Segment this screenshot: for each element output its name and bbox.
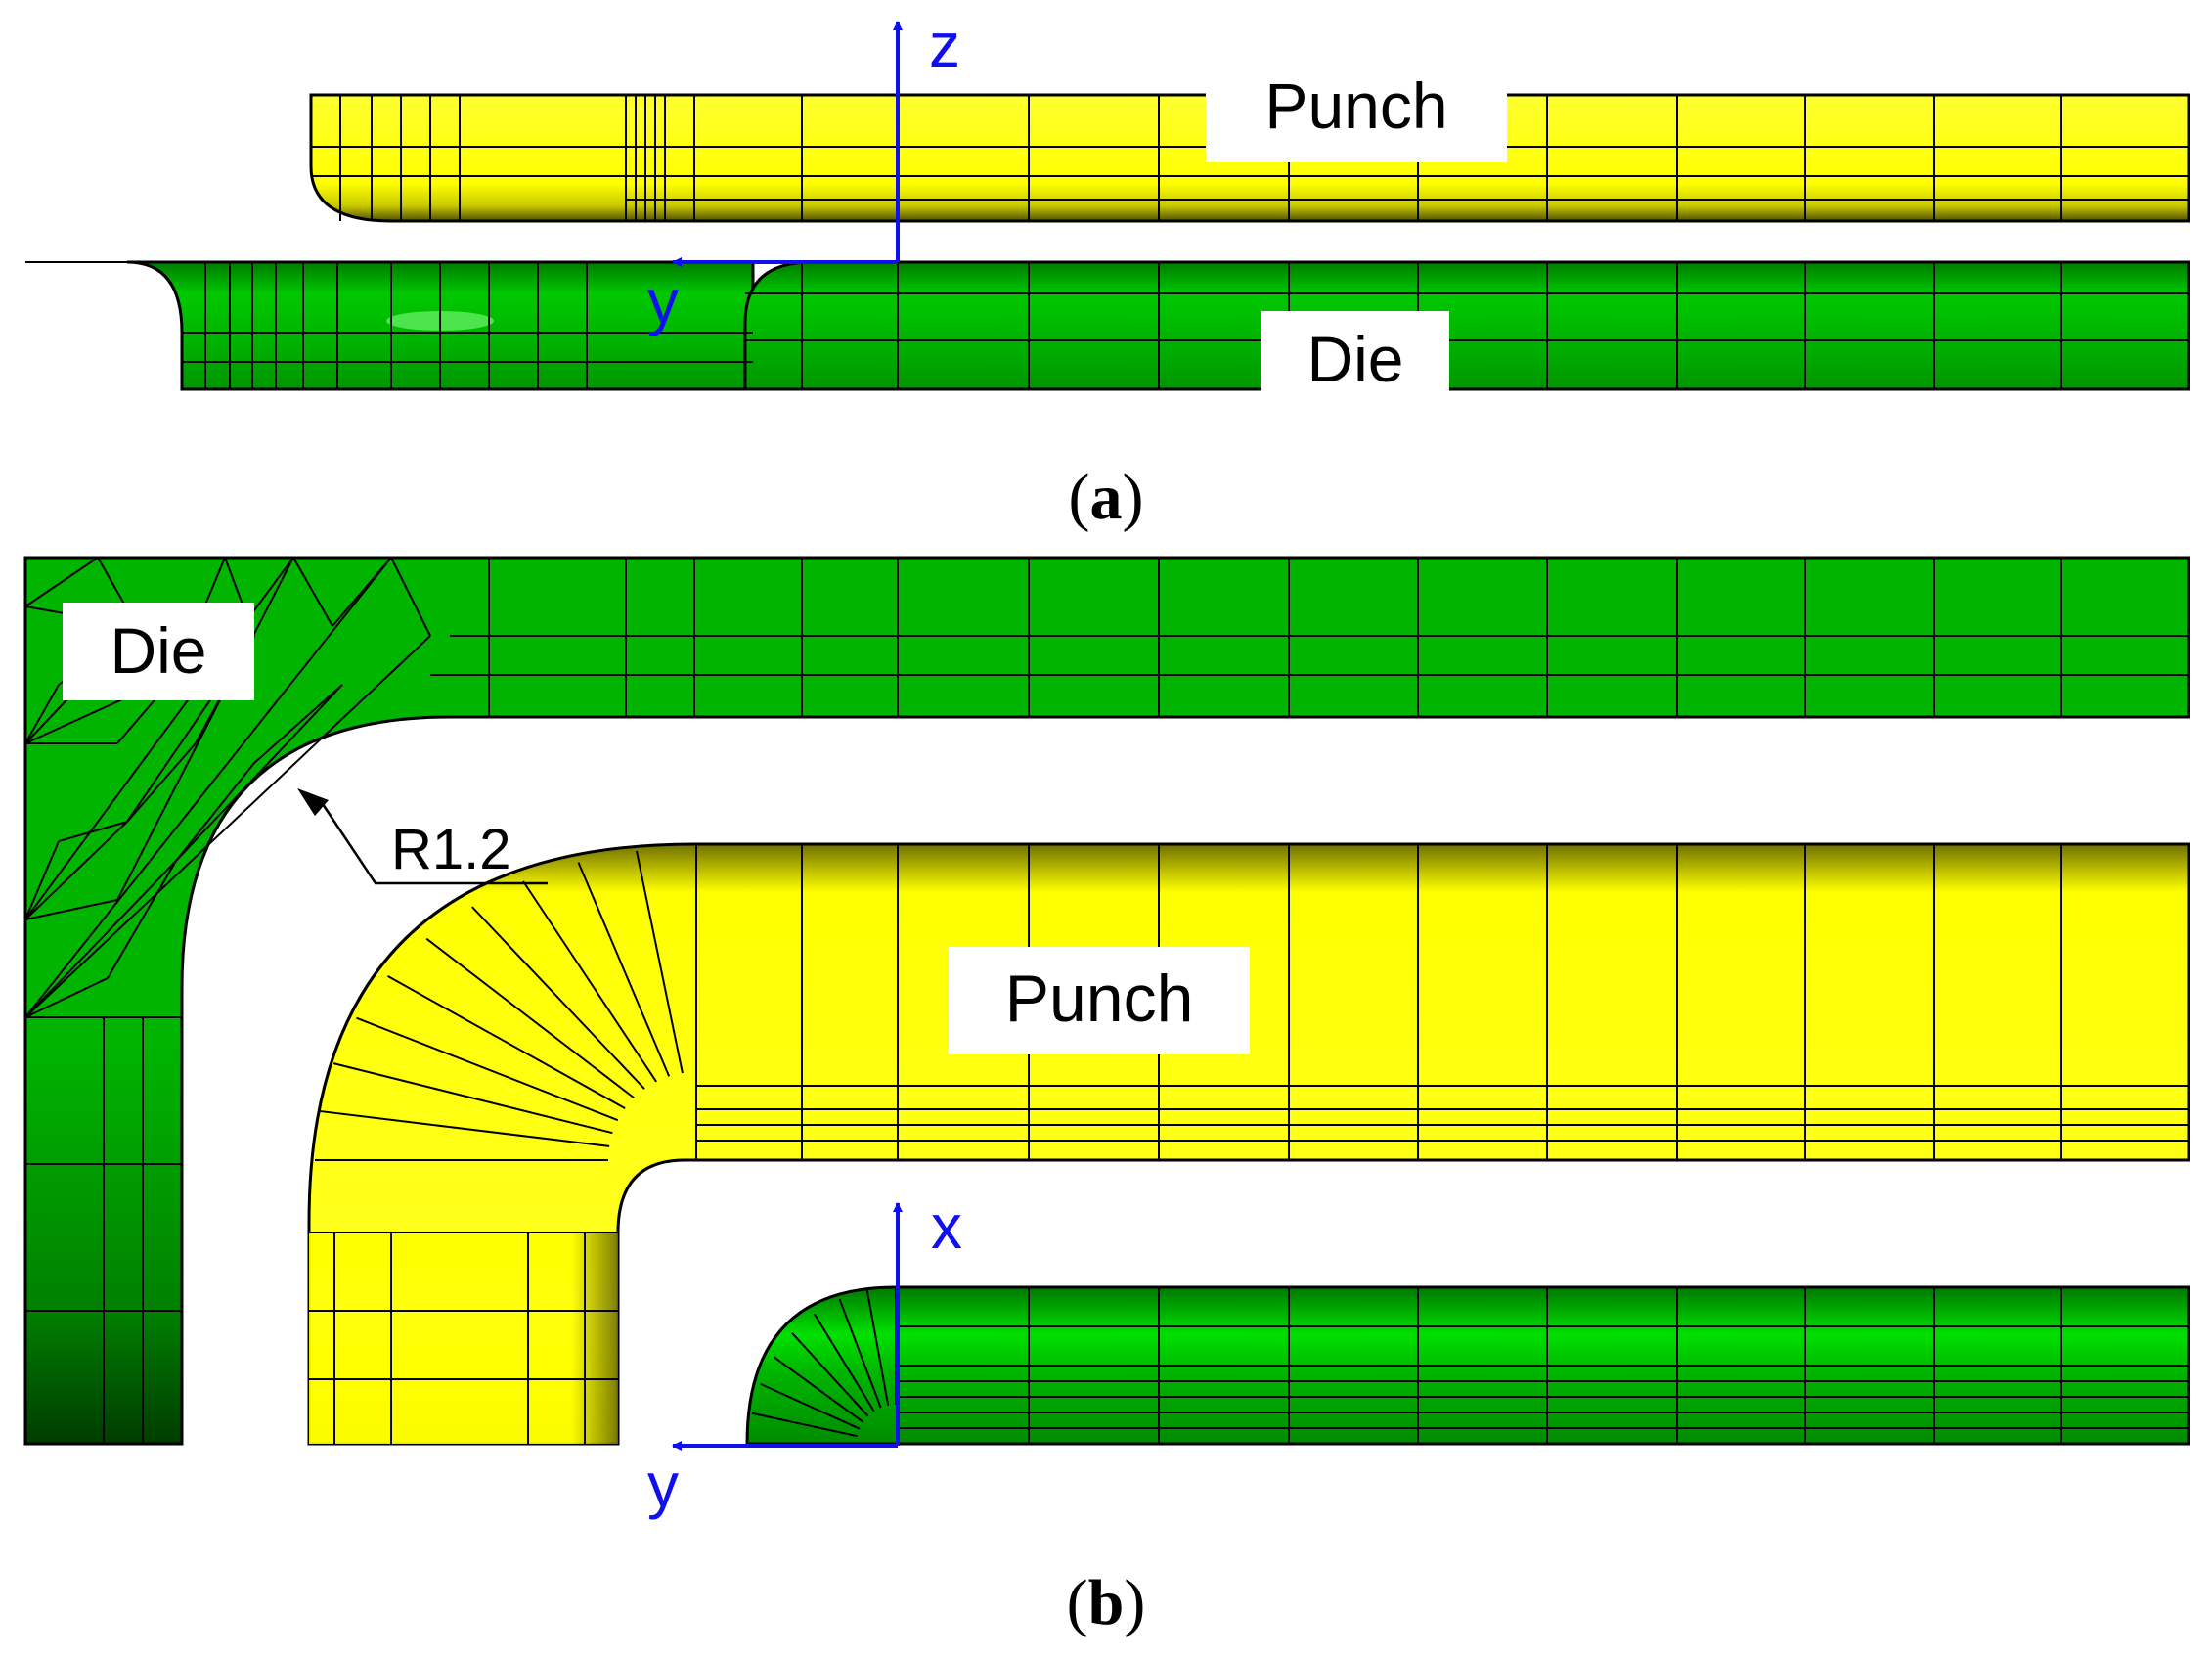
- die-label-b: Die: [63, 603, 254, 700]
- mesh-line: [116, 557, 294, 901]
- svg-text:Die: Die: [1306, 323, 1403, 395]
- mesh-line: [24, 635, 431, 1018]
- punch-leg-shade: [309, 1232, 618, 1444]
- mesh-line: [813, 1313, 875, 1412]
- mesh-line: [577, 862, 671, 1077]
- mesh-line: [838, 1298, 882, 1409]
- punch-label-b: Punch: [949, 947, 1250, 1054]
- mesh-line: [24, 860, 177, 1018]
- die-side-view: [25, 260, 2190, 391]
- punch-top-view: [307, 842, 2190, 1446]
- mesh-line: [332, 1062, 613, 1135]
- die-a-mesh: [182, 262, 2189, 389]
- punch-b-mesh: [309, 844, 2189, 1444]
- panel-a: Punch Die z y (a): [25, 10, 2190, 533]
- mesh-line: [24, 977, 109, 1018]
- die-b-outer-mesh: [24, 557, 2189, 1444]
- mesh-line: [24, 557, 392, 1018]
- axis-triad-a: z y: [647, 10, 960, 336]
- mesh-line: [319, 1109, 610, 1147]
- mesh-line: [471, 906, 645, 1090]
- mesh-line: [791, 1332, 869, 1417]
- mesh-line: [126, 742, 197, 823]
- mesh-line: [24, 840, 60, 920]
- mesh-line: [522, 880, 657, 1083]
- mesh-line: [24, 899, 118, 920]
- die-right-body-a: [743, 260, 2190, 391]
- die-label-a: Die: [1261, 311, 1449, 395]
- mesh-line: [773, 1356, 864, 1423]
- mesh-line: [356, 1016, 619, 1122]
- mesh-line: [636, 850, 684, 1074]
- mesh-line: [760, 1382, 861, 1430]
- axis-x-label: x: [931, 1191, 962, 1262]
- die-b-inner-mesh: [749, 1287, 2189, 1445]
- mesh-line: [175, 762, 255, 862]
- axis-z-label: z: [929, 10, 960, 80]
- punch-body-b: [307, 842, 2190, 1446]
- mesh-line: [425, 937, 635, 1099]
- mesh-line: [751, 1412, 858, 1438]
- mesh-line: [175, 684, 343, 862]
- axis-triad-b: x y: [647, 1191, 962, 1520]
- svg-text:Punch: Punch: [1005, 962, 1194, 1036]
- mesh-line: [253, 684, 343, 764]
- svg-text:Die: Die: [110, 614, 206, 687]
- punch-a-mesh: [311, 95, 2189, 221]
- caption-b: (b): [1067, 1567, 1146, 1638]
- mesh-line: [390, 557, 431, 637]
- mesh-line: [58, 821, 128, 842]
- mesh-line: [107, 860, 177, 979]
- svg-text:Punch: Punch: [1264, 69, 1447, 142]
- caption-a: (a): [1069, 462, 1144, 533]
- mesh-line: [865, 1289, 890, 1406]
- axis-y-label-a: y: [647, 266, 679, 336]
- panel-b: Die Punch R1.2 x y (b): [23, 556, 2190, 1638]
- mesh-line: [24, 557, 99, 607]
- mesh-line: [386, 975, 626, 1109]
- radius-annotation: R1.2: [297, 788, 548, 885]
- die-top-view-inner: [745, 1285, 2190, 1446]
- punch-label-a: Punch: [1206, 68, 1507, 162]
- axis-y-label-b: y: [647, 1450, 679, 1520]
- mesh-line: [292, 557, 333, 627]
- radius-label: R1.2: [391, 818, 511, 881]
- mesh-line: [24, 684, 60, 744]
- mesh-line: [24, 821, 128, 920]
